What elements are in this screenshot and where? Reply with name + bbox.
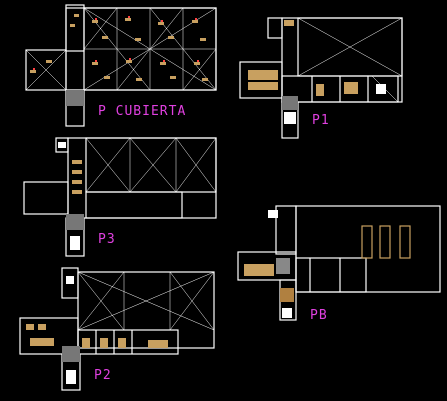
plan-p1 — [239, 17, 403, 139]
plan-pb — [237, 205, 441, 321]
plan-p3 — [23, 137, 217, 257]
cubierta-stair-hatch — [66, 90, 84, 106]
pb-details — [244, 210, 294, 318]
pb-trucks — [361, 225, 411, 259]
p2-details — [26, 276, 168, 348]
label-p1: P1 — [312, 113, 330, 128]
label-pb: PB — [310, 308, 328, 323]
p1-details — [248, 20, 358, 124]
plan-p2 — [19, 267, 215, 391]
label-cubierta: P CUBIERTA — [98, 104, 187, 119]
cubierta-vents — [30, 14, 208, 81]
label-p2: P2 — [94, 368, 112, 383]
p2-stair-hatch — [62, 346, 80, 384]
p3-details — [72, 160, 82, 194]
p3-stair-hatch — [58, 142, 84, 250]
cubierta-vent-marks — [33, 16, 199, 70]
p1-stair-hatch — [282, 84, 386, 110]
label-p3: P3 — [98, 232, 116, 247]
